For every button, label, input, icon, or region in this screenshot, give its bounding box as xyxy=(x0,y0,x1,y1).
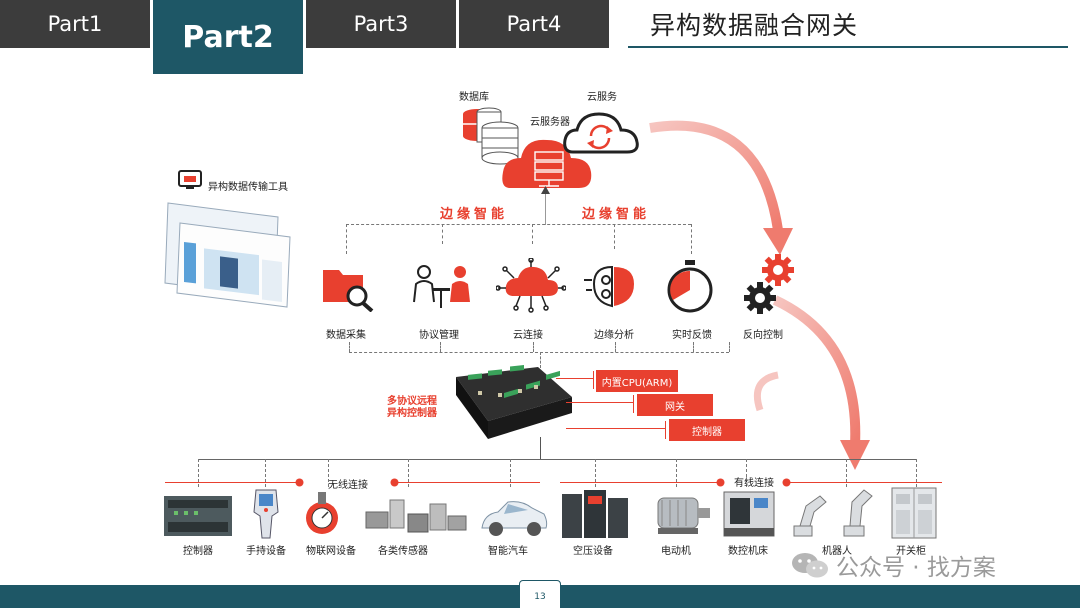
flow-arrows-icon xyxy=(649,120,870,470)
wireless-dot-right-icon xyxy=(390,478,399,487)
tab-part4[interactable]: Part4 xyxy=(459,0,609,48)
tab-part3[interactable]: Part3 xyxy=(306,0,456,48)
device-label-iot: 物联网设备 xyxy=(306,546,356,557)
electric-motor-icon xyxy=(657,497,710,534)
slide-title-box: 异构数据融合网关 xyxy=(628,0,1068,48)
edge-intelligence-right: 边缘智能 xyxy=(582,207,651,222)
tab-part2[interactable]: Part2 xyxy=(153,0,303,74)
function-label-data-collection: 数据采集 xyxy=(326,330,366,341)
switch-cabinet-icon xyxy=(891,487,937,539)
protocol-management-icon xyxy=(413,265,470,308)
cloud-service-label: 云服务 xyxy=(587,92,617,103)
wired-dot-left-icon xyxy=(716,478,725,487)
device-label-electric-motor: 电动机 xyxy=(661,546,691,557)
tab-part1[interactable]: Part1 xyxy=(0,0,150,48)
air-compressor-icon xyxy=(562,490,628,538)
handheld-device-icon xyxy=(253,489,279,539)
function-label-cloud-connect: 云连接 xyxy=(513,330,543,341)
device-label-switch-cabinet: 开关柜 xyxy=(896,546,926,557)
wireless-label: 无线连接 xyxy=(328,480,368,491)
controller-label: 多协议远程异构控制器 xyxy=(387,396,437,419)
cloud-server-label: 云服务器 xyxy=(530,117,570,128)
database-label: 数据库 xyxy=(459,92,489,103)
plc-controller-icon xyxy=(164,496,232,536)
device-label-controller: 控制器 xyxy=(183,546,213,557)
cnc-machine-icon xyxy=(723,491,775,537)
device-label-smart-car: 智能汽车 xyxy=(488,546,528,557)
cloud-service-icon xyxy=(563,112,639,154)
device-label-sensors: 各类传感器 xyxy=(378,546,428,557)
device-label-robot: 机器人 xyxy=(822,546,852,557)
edge-intelligence-left: 边缘智能 xyxy=(440,207,509,222)
slide-title: 异构数据融合网关 xyxy=(650,11,859,40)
function-label-protocol-management: 协议管理 xyxy=(419,330,459,341)
database-icon xyxy=(463,107,519,165)
robot-icon xyxy=(793,489,873,537)
page-number: 13 xyxy=(519,580,561,608)
watermark-text: 公众号 · 找方案 xyxy=(836,555,996,581)
iot-device-icon xyxy=(306,492,338,534)
tool-label: 异构数据传输工具 xyxy=(208,182,288,193)
data-collection-icon xyxy=(323,270,374,312)
section-tabs: Part1 Part2 Part3 Part4 xyxy=(0,0,610,74)
cloud-infrastructure-icon xyxy=(463,107,639,188)
tag-gateway: 网关 xyxy=(637,394,713,416)
software-screenshot-icon xyxy=(164,202,291,308)
function-label-edge-analysis: 边缘分析 xyxy=(594,330,634,341)
wired-label: 有线连接 xyxy=(734,478,774,489)
tag-builtin-cpu: 内置CPU(ARM) xyxy=(596,370,678,392)
watermark: 公众号 · 找方案 xyxy=(790,548,996,582)
device-label-cnc: 数控机床 xyxy=(728,546,768,557)
function-label-reverse-control: 反向控制 xyxy=(743,330,783,341)
arrow-up-icon xyxy=(541,186,550,194)
wired-dot-right-icon xyxy=(782,478,791,487)
tag-controller: 控制器 xyxy=(669,419,745,441)
wireless-dot-left-icon xyxy=(295,478,304,487)
gateway-controller-device-icon xyxy=(456,365,572,439)
device-label-air-compressor: 空压设备 xyxy=(573,546,613,557)
device-label-handheld: 手持设备 xyxy=(246,546,286,557)
wechat-icon xyxy=(792,553,828,578)
smart-car-icon xyxy=(481,501,548,536)
cloud-connect-icon xyxy=(496,258,566,313)
reverse-control-icon xyxy=(744,254,794,314)
realtime-feedback-icon xyxy=(667,260,713,313)
cloud-server-icon xyxy=(502,139,592,188)
edge-analysis-icon xyxy=(584,265,634,308)
monitor-icon xyxy=(178,170,202,189)
sensors-icon xyxy=(365,499,467,533)
function-label-realtime-feedback: 实时反馈 xyxy=(672,330,712,341)
